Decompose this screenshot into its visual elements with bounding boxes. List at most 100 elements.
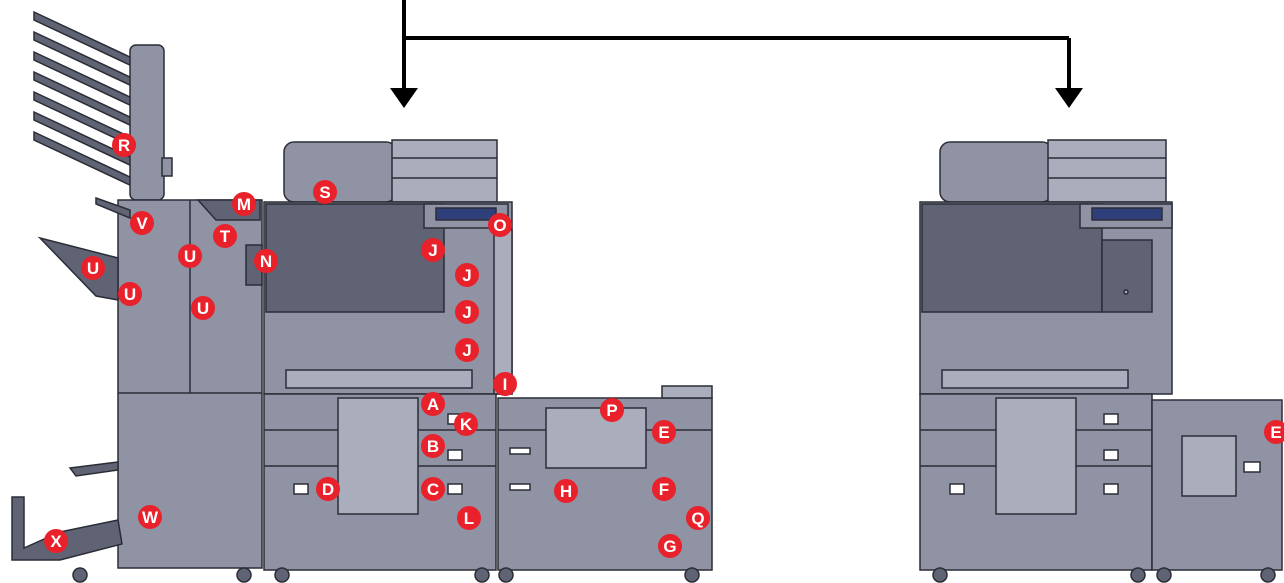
callout-m: M	[232, 192, 256, 216]
callout-marker	[313, 180, 337, 204]
cassette-handle	[949, 483, 965, 495]
callout-j: J	[455, 300, 479, 324]
callout-marker	[421, 392, 445, 416]
callout-label: W	[142, 508, 159, 527]
callout-e: E	[652, 420, 676, 444]
callout-label: J	[462, 303, 471, 322]
mailbox-column	[129, 44, 165, 201]
callout-marker	[1264, 420, 1284, 444]
callout-marker	[112, 133, 136, 157]
callout-j: J	[455, 338, 479, 362]
document-processor	[283, 141, 397, 203]
callout-label: F	[659, 480, 669, 499]
callout-f: F	[652, 477, 676, 501]
caster	[274, 567, 290, 583]
callout-t: T	[213, 224, 237, 248]
document-processor-feeder	[391, 139, 498, 203]
callout-marker	[421, 238, 445, 262]
callout-b: B	[421, 434, 445, 458]
callout-label: B	[427, 437, 439, 456]
caster	[474, 567, 490, 583]
callout-label: H	[560, 482, 572, 501]
alt-side-feeder-handle	[1243, 461, 1261, 473]
callout-label: C	[427, 480, 439, 499]
callout-marker	[455, 300, 479, 324]
mailbox-latch	[161, 157, 173, 177]
main-front-cover	[921, 203, 1103, 313]
caster	[684, 567, 700, 583]
caster	[1260, 567, 1276, 583]
callout-j: J	[421, 238, 445, 262]
callout-label: Q	[691, 509, 704, 528]
caster	[1130, 567, 1146, 583]
callout-label: M	[237, 195, 251, 214]
callout-a: A	[421, 392, 445, 416]
callout-u: U	[178, 244, 202, 268]
booklet-tray	[11, 496, 123, 561]
panel-screen	[1091, 207, 1163, 221]
callout-d: D	[316, 477, 340, 501]
callout-label: U	[87, 259, 99, 278]
callout-label: G	[663, 537, 676, 556]
finisher	[11, 196, 263, 583]
callout-label: E	[658, 423, 669, 442]
callout-g: G	[658, 534, 682, 558]
cassette-handle	[1103, 413, 1119, 425]
callout-marker	[178, 244, 202, 268]
lock-dot	[1123, 289, 1129, 295]
callout-label: J	[428, 241, 437, 260]
caster	[236, 567, 252, 583]
callout-w: W	[138, 505, 162, 529]
callout-j: J	[455, 263, 479, 287]
document-processor	[939, 141, 1053, 203]
callout-i: I	[493, 372, 517, 396]
callout-s: S	[313, 180, 337, 204]
callout-marker	[421, 477, 445, 501]
callout-label: T	[220, 227, 231, 246]
callout-marker	[421, 434, 445, 458]
callout-marker	[658, 534, 682, 558]
panel-screen	[435, 207, 497, 221]
side-feeder-handle	[509, 447, 531, 455]
side-feeder-stack	[545, 407, 647, 469]
exit-tray-slot	[285, 369, 473, 389]
exit-tray-slot	[941, 369, 1129, 389]
connector-lines	[402, 0, 1071, 90]
callout-label: I	[503, 375, 508, 394]
callout-label: U	[124, 285, 136, 304]
callout-u: U	[81, 256, 105, 280]
arrow-down-right-icon	[1055, 88, 1083, 108]
callout-label: L	[464, 509, 474, 528]
main-side-strip	[493, 229, 513, 395]
callout-marker	[191, 296, 215, 320]
callout-e: E	[1264, 420, 1284, 444]
main-front-cover	[265, 203, 445, 313]
callout-marker	[454, 412, 478, 436]
callout-label: J	[462, 341, 471, 360]
callout-marker	[686, 506, 710, 530]
callout-label: S	[319, 183, 330, 202]
callout-label: E	[1270, 423, 1281, 442]
callout-marker	[457, 506, 481, 530]
callout-q: Q	[686, 506, 710, 530]
paper-stack	[337, 397, 419, 515]
callout-label: A	[427, 395, 439, 414]
callout-v: V	[130, 211, 154, 235]
callout-label: D	[322, 480, 334, 499]
caster	[498, 567, 514, 583]
callout-marker	[254, 249, 278, 273]
side-feeder-handle	[509, 483, 531, 491]
callout-label: U	[184, 247, 196, 266]
main-unit-alt	[919, 139, 1173, 583]
callout-label: O	[493, 216, 506, 235]
callout-marker	[652, 477, 676, 501]
callout-marker	[232, 192, 256, 216]
alt-side-feeder	[1151, 399, 1283, 583]
callout-label: K	[460, 415, 473, 434]
cassette-handle	[1103, 449, 1119, 461]
cassette-handle	[293, 483, 309, 495]
callout-l: L	[457, 506, 481, 530]
caster	[932, 567, 948, 583]
paper-stack	[995, 397, 1077, 515]
